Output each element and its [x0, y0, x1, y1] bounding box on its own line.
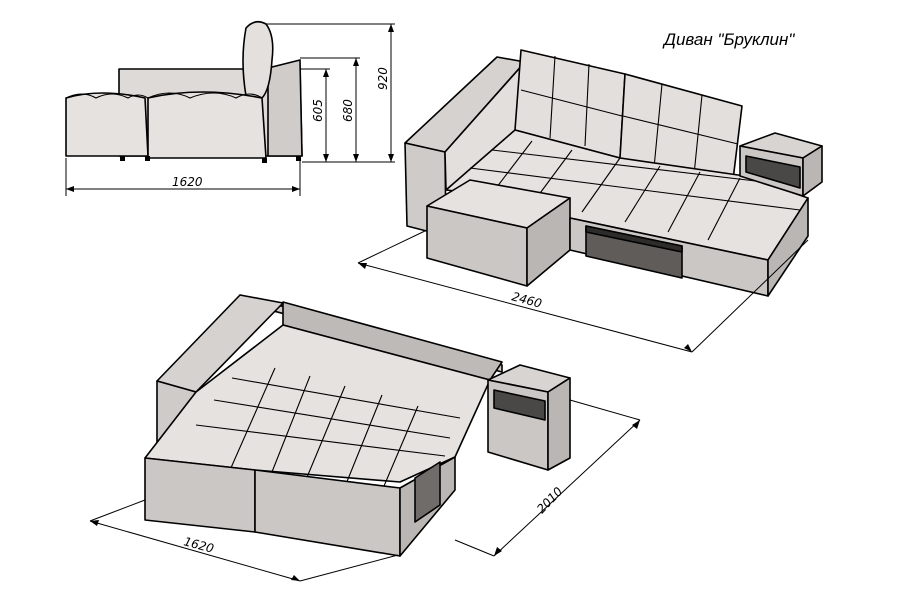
bed-length-label: 2010	[534, 484, 566, 516]
side-height-920-label: 920	[376, 67, 390, 90]
side-height-680-label: 680	[341, 99, 355, 122]
side-view-drawing: 1620 605 680 920	[65, 20, 395, 196]
page-title: Диван "Бруклин"	[664, 30, 795, 49]
corner-sofa-drawing: 2460	[357, 49, 823, 353]
side-height-605-label: 605	[311, 99, 325, 122]
side-width-label: 1620	[172, 175, 203, 189]
bed-width-label: 1620	[182, 534, 215, 556]
bed-configuration-drawing: 1620 2010	[89, 294, 641, 582]
